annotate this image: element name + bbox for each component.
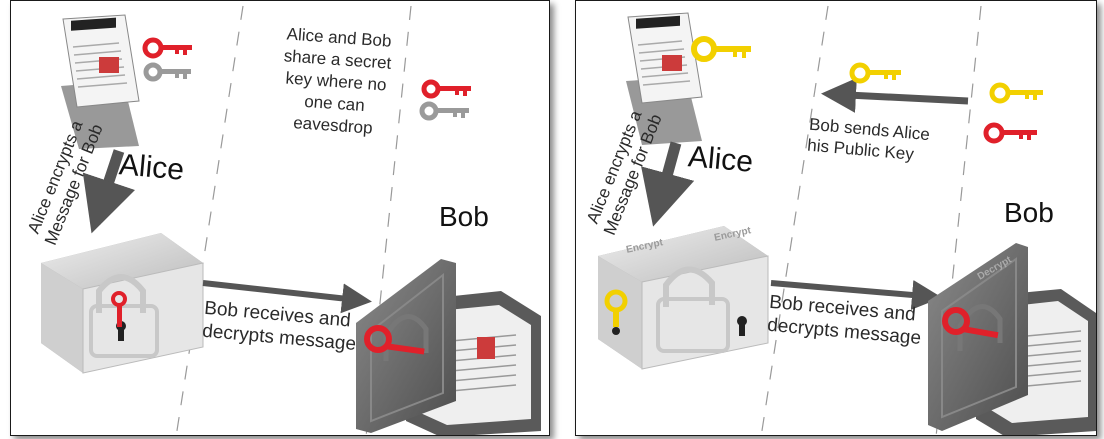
key-icon (989, 82, 1043, 104)
bob-label: Bob (439, 201, 489, 232)
key-icon (849, 62, 901, 84)
arrow-down (641, 141, 695, 227)
key-icon (691, 36, 751, 62)
key-icon (983, 122, 1037, 144)
shared-key-note: Alice and Bob share a secret key where n… (283, 24, 393, 138)
padlock-box-icon (41, 233, 204, 374)
bob-label: Bob (1004, 197, 1054, 228)
padlock-box-icon (598, 226, 769, 370)
divider-line (365, 5, 412, 435)
safe-icon (356, 259, 541, 435)
alice-label: Alice (117, 148, 186, 187)
key-icon (142, 37, 192, 59)
key-icon (421, 79, 471, 99)
safe-icon (928, 243, 1096, 435)
arrow-down (82, 149, 136, 234)
document-icon (61, 14, 140, 149)
divider-line (760, 5, 829, 435)
document-icon (626, 12, 703, 145)
arrow-to-bob (202, 280, 372, 314)
divider-line (935, 5, 982, 435)
key-icon (143, 62, 191, 82)
alice-label: Alice (686, 140, 755, 179)
symmetric-key-panel: Alice Bob Alice encrypts a Message for B… (10, 0, 550, 436)
divider-line (175, 5, 244, 435)
arrow-to-bob (770, 280, 942, 310)
right-panel-illustration (598, 5, 1096, 435)
key-icon (419, 101, 469, 121)
arrow-to-alice (821, 77, 969, 113)
public-key-panel: Alice Bob Alice encrypts a Message for B… (575, 0, 1097, 436)
left-panel-illustration (41, 5, 541, 435)
